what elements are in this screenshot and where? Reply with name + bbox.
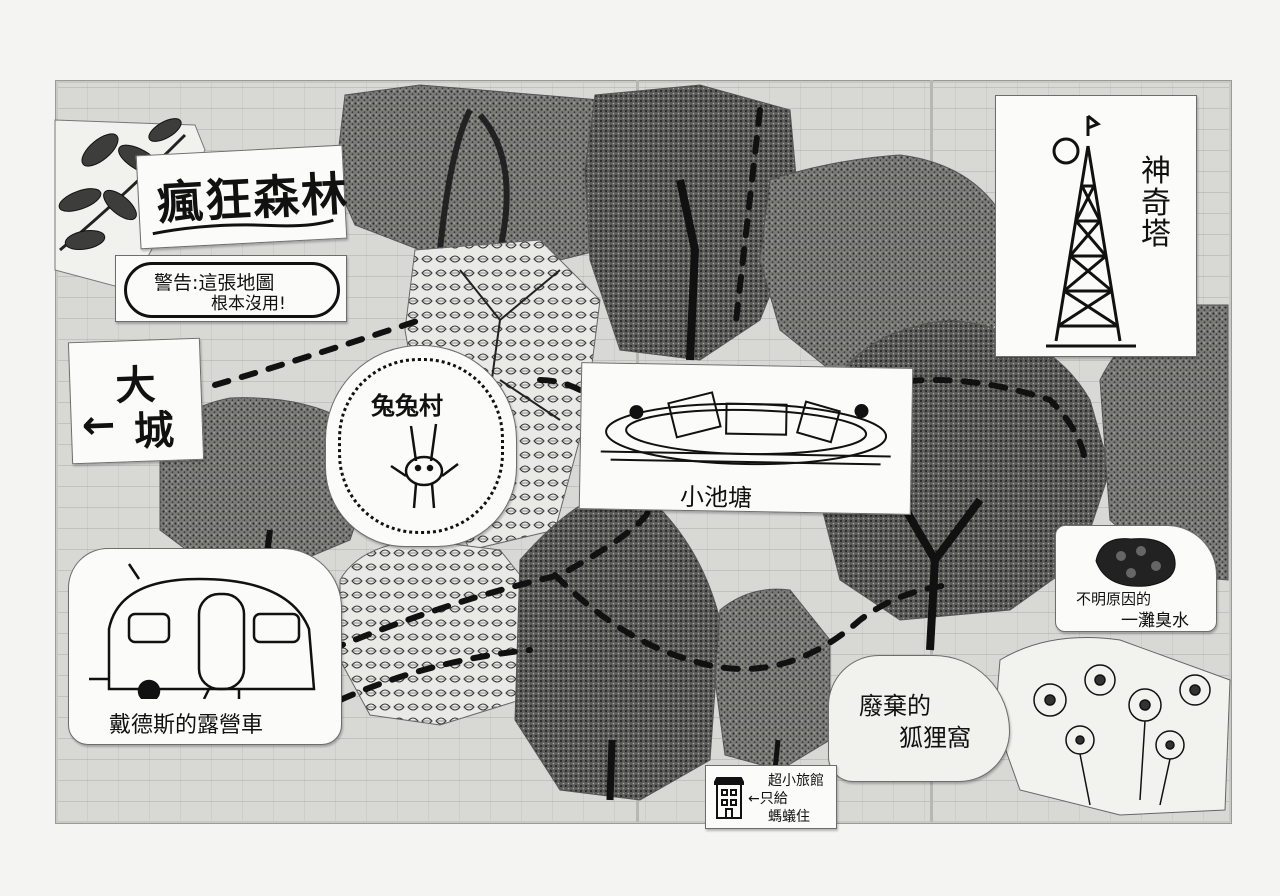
rabbit-village-label: 兔兔村 [371,392,443,420]
puddle-line-2: 一灘臭水 [1121,611,1189,631]
tiny-hotel-icon [714,777,744,819]
puddle-line-1: 不明原因的 [1076,590,1152,608]
big-city-line-2: 城 [133,407,175,456]
hotel-line-3: 螞蟻住 [768,809,810,825]
tower-card: 神 奇 塔 [995,95,1197,357]
fox-den-line-2: 狐狸窩 [899,724,971,752]
puddle-icon [1095,538,1176,587]
pond-label: 小池塘 [679,482,753,513]
tower-label-char: 奇 [1141,185,1171,221]
tower-label-char: 塔 [1141,217,1171,252]
caravan-icon [89,563,316,699]
warning-card: 警告:這張地圖 根本沒用! [115,255,347,322]
fox-den-line-1: 廢棄的 [859,692,931,720]
pond-card: 小池塘 [578,362,914,515]
warning-line-1: 警告:這張地圖 [154,272,275,294]
tree-clipping [514,488,721,801]
pond-icon [600,391,891,466]
tower-label-char: 神 [1141,154,1171,189]
puddle-card: 不明原因的 一灘臭水 [1055,525,1217,632]
tree-clipping [584,84,801,361]
title-underline-icon [152,218,334,236]
arrow-left-icon: ← [81,401,117,449]
tower-label: 神 奇 塔 [1141,156,1171,251]
dashed-trail [212,107,1088,703]
warning-line-2: 根本沒用! [211,294,286,314]
hotel-line-1: 超小旅館 [768,773,824,789]
radio-tower-icon [1046,114,1136,348]
big-city-card: 大 ← 城 [67,337,205,465]
flower-icon [994,637,1231,816]
caravan-label: 戴德斯的露營車 [109,713,264,738]
title-card: 瘋狂森林 [135,144,350,250]
tiny-hotel-card: 超小旅館 ←只給 螞蟻住 [705,765,837,829]
caravan-card: 戴德斯的露營車 [68,548,342,745]
rabbit-village-card: 兔兔村 [325,345,517,547]
tree-clipping [714,588,831,771]
tree-clipping [334,84,641,271]
rabbit-icon [390,423,459,509]
fox-den-card: 廢棄的 狐狸窩 [828,655,1010,782]
hotel-line-2: ←只給 [748,791,788,807]
